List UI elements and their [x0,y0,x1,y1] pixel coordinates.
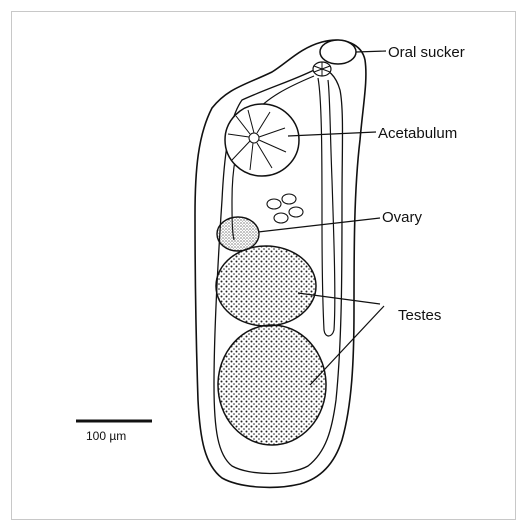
pharynx [313,62,331,76]
ovary [217,217,259,251]
egg-cluster [267,194,303,223]
label-ovary: Ovary [382,209,423,226]
anterior-testis [216,246,316,326]
oral-sucker [320,40,356,64]
label-acetabulum: Acetabulum [378,125,457,142]
posterior-testis [218,325,326,445]
acetabulum [225,104,299,176]
label-oral-sucker: Oral sucker [388,44,465,61]
label-testes: Testes [398,307,441,324]
scale-bar-label: 100 µm [86,429,126,443]
